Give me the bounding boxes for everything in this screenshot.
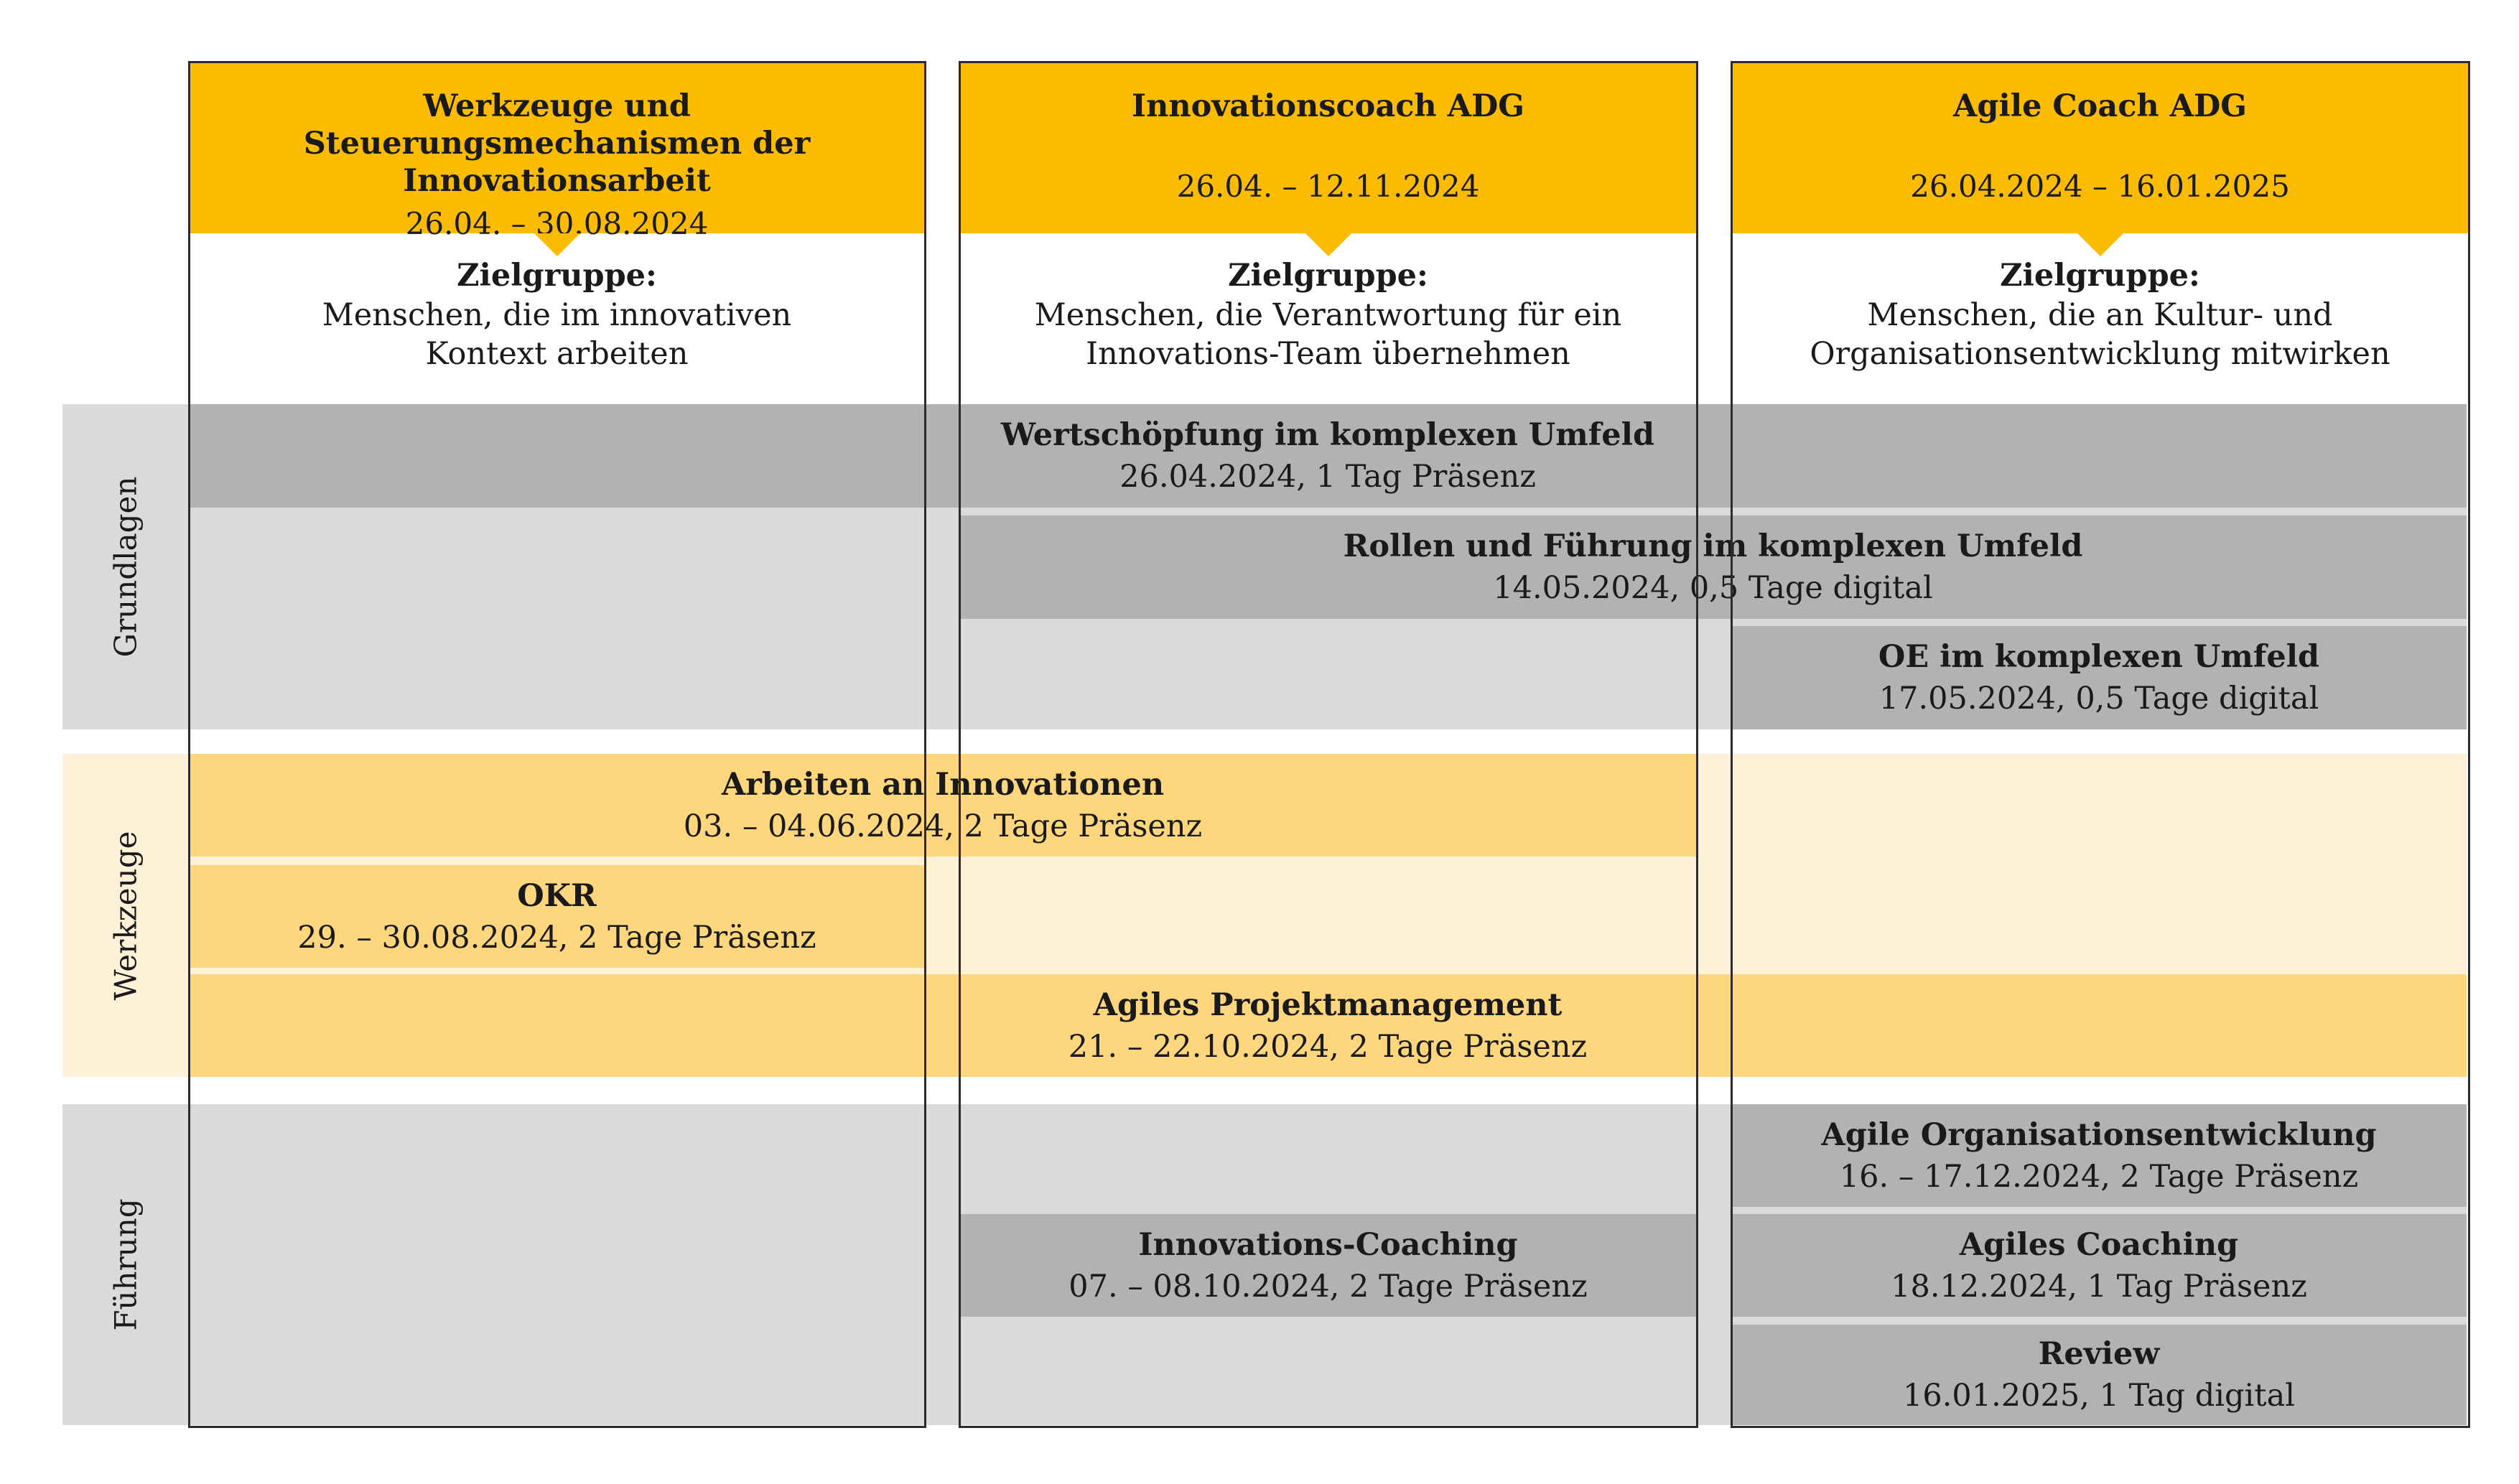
module-oe-umfeld: OE im komplexen Umfeld 17.05.2024, 0,5 T… (1731, 626, 2467, 729)
column-2-title: Innovationscoach ADG (1131, 88, 1525, 124)
column-2-header: Innovationscoach ADG 26.04. – 12.11.2024 (959, 62, 1697, 233)
column-1-white-area (189, 233, 925, 404)
column-1-target-group: Zielgruppe: Menschen, die im innovativen… (322, 258, 792, 372)
column-1-outline (188, 61, 926, 1428)
module-innovations-coaching: Innovations-Coaching 07. – 08.10.2024, 2… (959, 1214, 1697, 1317)
column-3-outline (1731, 61, 2470, 1428)
module-rollen-fuehrung: Rollen und Führung im komplexen Umfeld 1… (959, 515, 2467, 619)
row-label-werkzeuge: Werkzeuge (108, 831, 144, 1000)
column-gap-1 (925, 0, 958, 1484)
column-2-white-area (959, 233, 1697, 404)
column-3-pointer (2077, 233, 2123, 256)
column-1-pointer (534, 233, 580, 256)
module-wertschoepfung: Wertschöpfung im komplexen Umfeld 26.04.… (189, 404, 2467, 508)
column-2-outline (959, 61, 1698, 1428)
row-label-grundlagen: Grundlagen (108, 476, 144, 658)
column-3-target-group: Zielgruppe: Menschen, die an Kultur- und… (1810, 258, 2390, 372)
module-arbeiten-innovationen: Arbeiten an Innovationen 03. – 04.06.202… (189, 754, 1697, 857)
column-3-dates: 26.04.2024 – 16.01.2025 (1910, 169, 2290, 204)
column-1-header: Werkzeuge und Steuerungsmechanismen der … (189, 62, 925, 241)
column-2-target-group: Zielgruppe: Menschen, die Verantwortung … (1034, 258, 1622, 372)
column-3-white-area (1731, 233, 2469, 404)
column-3-title: Agile Coach ADG (1953, 88, 2247, 124)
column-3-header: Agile Coach ADG 26.04.2024 – 16.01.2025 (1731, 62, 2469, 233)
module-agiles-coaching: Agiles Coaching 18.12.2024, 1 Tag Präsen… (1731, 1214, 2467, 1317)
row-label-fuehrung: Führung (108, 1198, 144, 1331)
column-2-pointer (1305, 233, 1351, 256)
column-1-title: Werkzeuge und Steuerungsmechanismen der … (303, 88, 811, 199)
module-agiles-projektmanagement: Agiles Projektmanagement 21. – 22.10.202… (189, 974, 2467, 1077)
module-agile-organisationsentwicklung: Agile Organisationsentwicklung 16. – 17.… (1731, 1104, 2467, 1207)
column-2-dates: 26.04. – 12.11.2024 (1176, 169, 1480, 204)
module-review: Review 16.01.2025, 1 Tag digital (1731, 1325, 2467, 1425)
module-okr: OKR 29. – 30.08.2024, 2 Tage Präsenz (189, 865, 925, 968)
